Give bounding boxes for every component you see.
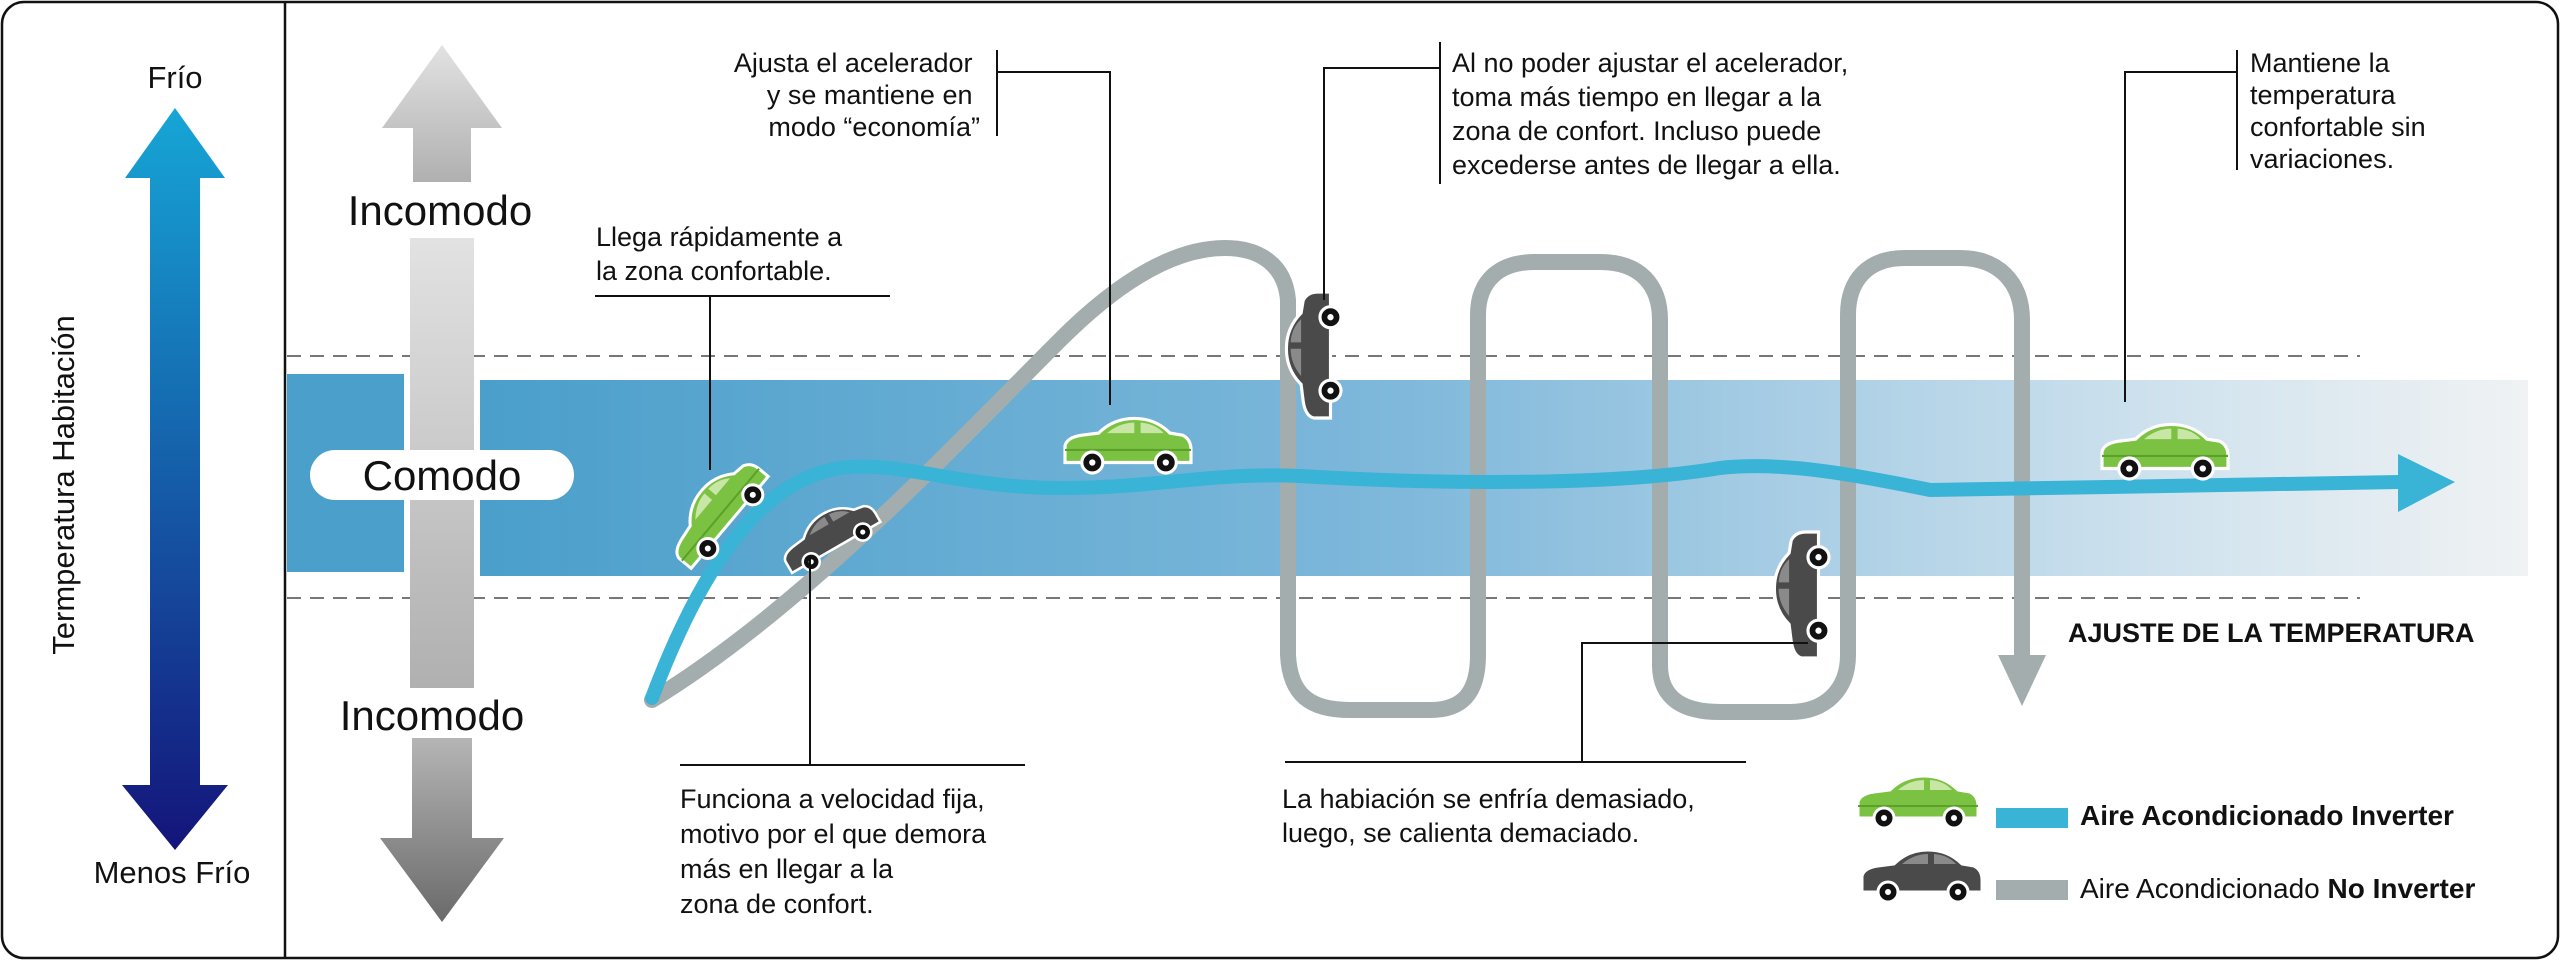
legend: Aire Acondicionado Inverter Aire Acondic… xyxy=(1856,774,2475,904)
annotation-throttle-eco: Ajusta el acelerador y se mantiene en mo… xyxy=(734,48,980,142)
adjust-temperature-label: AJUSTE DE LA TEMPERATURA xyxy=(2068,618,2475,648)
legend-no-inverter-bold: No Inverter xyxy=(2328,873,2476,904)
comfort-scale: Incomodo Comodo Incomodo xyxy=(310,45,574,922)
temp-top-label: Frío xyxy=(147,60,202,95)
legend-no-inverter-label: Aire Acondicionado No Inverter xyxy=(2080,873,2475,904)
no-inverter-end-arrow-icon xyxy=(1998,655,2046,706)
leader-lines xyxy=(595,42,2238,766)
annotation-overcool: La habiación se enfría demasiado, luego,… xyxy=(1282,784,1702,848)
legend-no-inverter-prefix: Aire Acondicionado xyxy=(2080,873,2328,904)
legend-inverter-label: Aire Acondicionado Inverter xyxy=(2080,800,2454,831)
uncomfortable-up-arrow-icon xyxy=(382,45,502,182)
inverter-curve xyxy=(645,459,2407,705)
temp-bottom-label: Menos Frío xyxy=(94,855,251,890)
annotation-fixed-speed: Funciona a velocidad fija, motivo por el… xyxy=(680,784,994,919)
uncomfortable-down-arrow-icon xyxy=(380,738,504,922)
upper-uncomfortable-label: Incomodo xyxy=(348,187,532,234)
comfort-label-pill xyxy=(310,450,574,500)
no-inverter-curve xyxy=(644,240,2030,720)
comfort-label: Comodo xyxy=(363,452,522,499)
temperature-gradient-arrow-icon xyxy=(122,108,228,850)
annotation-no-throttle: Al no poder ajustar el acelerador, toma … xyxy=(1452,48,1856,180)
legend-inverter-swatch xyxy=(1996,808,2068,828)
inverter-end-arrow-icon xyxy=(2398,454,2455,512)
annotation-fast-reach: Llega rápidamente a la zona confortable. xyxy=(596,222,850,286)
temperature-scale: Frío Menos Frío Termperatura Habitación xyxy=(46,60,250,890)
annotation-keeps-temp: Mantiene la temperatura confortable sin … xyxy=(2250,48,2433,174)
lower-uncomfortable-label: Incomodo xyxy=(340,692,524,739)
legend-no-inverter-swatch xyxy=(1996,880,2068,900)
temp-axis-label: Termperatura Habitación xyxy=(46,315,81,654)
